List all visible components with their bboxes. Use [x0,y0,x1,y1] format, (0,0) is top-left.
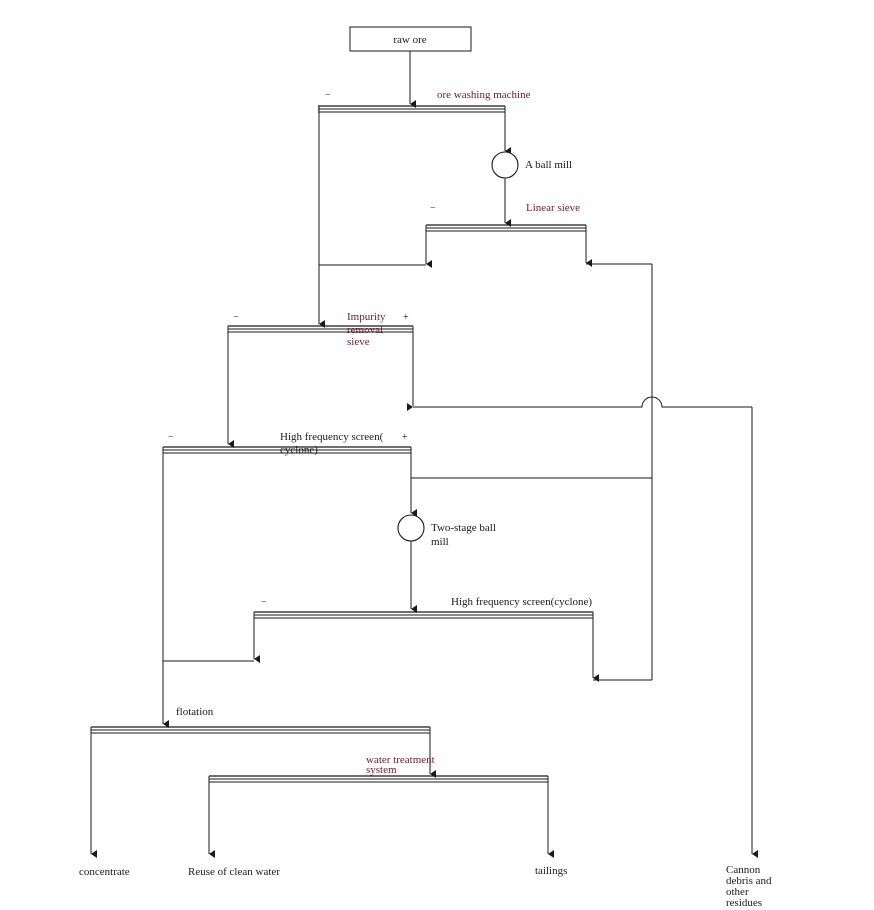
hf-screen-1-label-line2: cyclone) [280,444,318,456]
flotation-unit [91,726,430,734]
impurity-label-line2: removal [347,324,383,336]
raw-ore-label: raw ore [393,34,426,46]
minus-sign: − [233,312,239,323]
linear-sieve-label: Linear sieve [526,202,580,214]
two-stage-label-line1: Two-stage ball [431,522,496,534]
minus-sign: − [430,203,436,214]
minus-sign: − [168,432,174,443]
cannon-label-line4: residues [726,897,762,909]
high-frequency-screen-1 [163,446,411,454]
raw-ore-box [349,26,472,52]
clean-water-label: Reuse of clean water [188,866,280,878]
water-treatment-label-line1: water treatment [366,754,435,766]
two-stage-ball-mill-circle [397,514,425,542]
plus-sign: + [403,312,409,323]
minus-sign: − [325,90,331,101]
ball-mill-a-circle [491,151,519,179]
impurity-removal-screen [228,325,413,333]
water-treatment-label-line2: system [366,764,397,776]
tailings-label: tailings [535,865,567,877]
high-frequency-screen-2 [254,611,593,619]
hf-screen-1-label-line1: High frequency screen( [280,431,384,443]
connector-line-with-hop [413,396,752,408]
cannon-label-line2: debris and [726,875,772,887]
cannon-label-line3: other [726,886,749,898]
linear-sieve-screen [426,224,586,232]
concentrate-label: concentrate [79,866,130,878]
ore-washing-label: ore washing machine [437,89,531,101]
impurity-label-line3: sieve [347,336,370,348]
hf-screen-2-label: High frequency screen(cyclone) [451,596,592,608]
plus-sign: + [402,432,408,443]
impurity-label-line1: Impurity [347,311,386,323]
flotation-label: flotation [176,706,214,718]
cannon-label-line1: Cannon [726,864,761,876]
two-stage-label-line2: mill [431,536,449,548]
ball-mill-a-label: A ball mill [525,159,572,171]
minus-sign: − [261,597,267,608]
water-treatment-unit [209,775,548,783]
ore-washing-screen [318,105,505,113]
